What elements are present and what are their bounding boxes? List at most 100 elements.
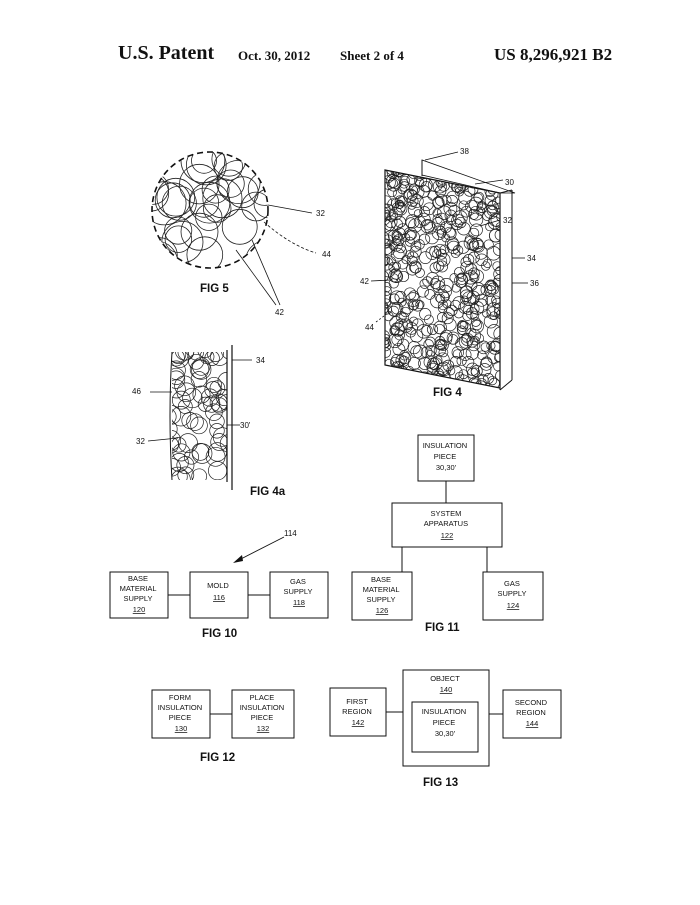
bubble: [398, 260, 407, 269]
fig4-drawing: 38 30 32 34 36 42 44 FIG 4: [360, 147, 539, 399]
svg-text:MOLD 116: MOLD 116: [207, 581, 231, 602]
bubble: [191, 417, 208, 434]
bubble: [395, 291, 406, 302]
bubble: [487, 307, 500, 320]
svg-text:FORM INSULATION PI: FORM INSULATION PIECE 130: [158, 693, 205, 733]
fig13-caption: FIG 13: [423, 777, 458, 789]
fig4-ref-42: 42: [360, 277, 369, 286]
bubble: [246, 241, 287, 282]
bubble: [222, 209, 257, 244]
bubble: [143, 182, 186, 225]
bubble: [457, 222, 470, 235]
bubble: [157, 178, 195, 216]
fig10-caption: FIG 10: [202, 628, 237, 640]
bubble: [162, 221, 203, 262]
bubble: [398, 271, 408, 281]
bubble: [160, 420, 178, 438]
bubble: [475, 299, 489, 313]
fig4-ref-38: 38: [460, 147, 469, 156]
bubble: [217, 160, 260, 203]
bubble: [393, 245, 407, 259]
fig5-ref-32: 32: [316, 209, 325, 218]
bubble: [421, 376, 431, 386]
bubble: [460, 290, 472, 302]
svg-text:SYSTEM APPARATUS 1: SYSTEM APPARATUS 122: [424, 509, 470, 540]
bubble: [454, 309, 463, 318]
bubble: [469, 213, 482, 226]
fig5-leader-32: [268, 205, 312, 213]
bubble: [381, 382, 391, 392]
bubble: [425, 289, 435, 299]
bubble: [378, 379, 390, 391]
bubble: [440, 330, 452, 342]
fig4-caption: FIG 4: [433, 387, 462, 399]
bubble: [408, 341, 420, 353]
svg-text:BASE MATERIAL SUPP: BASE MATERIAL SUPPLY 120: [120, 574, 159, 614]
bubble: [484, 315, 497, 328]
fig11-drawing: INSULATION PIECE 30,30' SYSTEM APPARATUS…: [352, 435, 543, 634]
svg-text:INSULATION PIECE 3: INSULATION PIECE 30,30': [422, 707, 469, 738]
bubble: [496, 370, 507, 381]
bubble: [388, 375, 401, 388]
bubble: [181, 139, 225, 183]
bubble: [462, 381, 473, 392]
bubble: [472, 384, 481, 393]
fig4-bubbles: [377, 162, 508, 393]
bubble: [411, 164, 420, 173]
bubble: [418, 372, 431, 385]
fig4a-ref-34: 34: [256, 356, 265, 365]
bubble: [461, 261, 473, 273]
svg-text:BASE MATERIAL SUPP: BASE MATERIAL SUPPLY 126: [363, 575, 402, 615]
bubble: [411, 163, 422, 174]
bubble: [210, 424, 225, 439]
bubble: [383, 287, 392, 296]
fig12-drawing: FORM INSULATION PIECE 130 PLACE INSULATI…: [152, 690, 294, 764]
svg-text:INSULATION PIECE 3: INSULATION PIECE 30,30': [423, 441, 470, 472]
svg-text:OBJECT 140: OBJECT 140: [430, 674, 462, 694]
fig4a-ref-32: 32: [136, 437, 145, 446]
bubble: [430, 263, 440, 273]
fig12-caption: FIG 12: [200, 752, 235, 764]
fig5-caption: FIG 5: [200, 283, 229, 295]
fig10-ref-114: 114: [284, 529, 297, 538]
bubble: [389, 366, 402, 379]
bubble: [487, 173, 499, 185]
bubble: [155, 183, 190, 218]
bubble: [171, 470, 190, 489]
bubble: [179, 434, 198, 453]
bubble: [386, 163, 397, 174]
bubble: [398, 185, 407, 194]
fig10-drawing: BASE MATERIAL SUPPLY 120 MOLD 116 GAS SU…: [110, 529, 328, 640]
bubble: [418, 379, 431, 392]
bubble: [208, 462, 226, 480]
fig5-leader-42b: [252, 240, 280, 305]
bubble: [381, 348, 391, 358]
bubble: [448, 335, 458, 345]
bubble: [189, 182, 230, 223]
fig4a-drawing: 34 46 32 30' FIG 4a: [132, 342, 286, 498]
bubble: [494, 362, 503, 371]
bubble: [482, 262, 491, 271]
bubble: [222, 343, 238, 359]
fig4a-ref-46: 46: [132, 387, 141, 396]
bubble: [377, 232, 389, 244]
bubble: [134, 241, 177, 284]
fig4-ref-30: 30: [505, 178, 514, 187]
fig4-ref-44: 44: [365, 323, 374, 332]
bubble: [491, 164, 501, 174]
bubble: [447, 191, 459, 203]
fig4a-caption: FIG 4a: [250, 486, 286, 498]
bubble: [498, 167, 506, 175]
fig4-ref-32: 32: [503, 216, 512, 225]
fig5-leader-42a: [236, 250, 276, 305]
bubble: [439, 166, 449, 176]
bubble: [210, 414, 225, 429]
fig5-ref-44: 44: [322, 250, 331, 259]
fig5-bubbles: [133, 139, 287, 285]
svg-text:SECOND REGION 144: SECOND REGION 144: [515, 698, 549, 728]
fig5-leader-44: [264, 222, 316, 253]
bubble: [424, 340, 434, 350]
bubble: [435, 194, 447, 206]
bubble: [425, 165, 434, 174]
bubble: [211, 347, 230, 366]
